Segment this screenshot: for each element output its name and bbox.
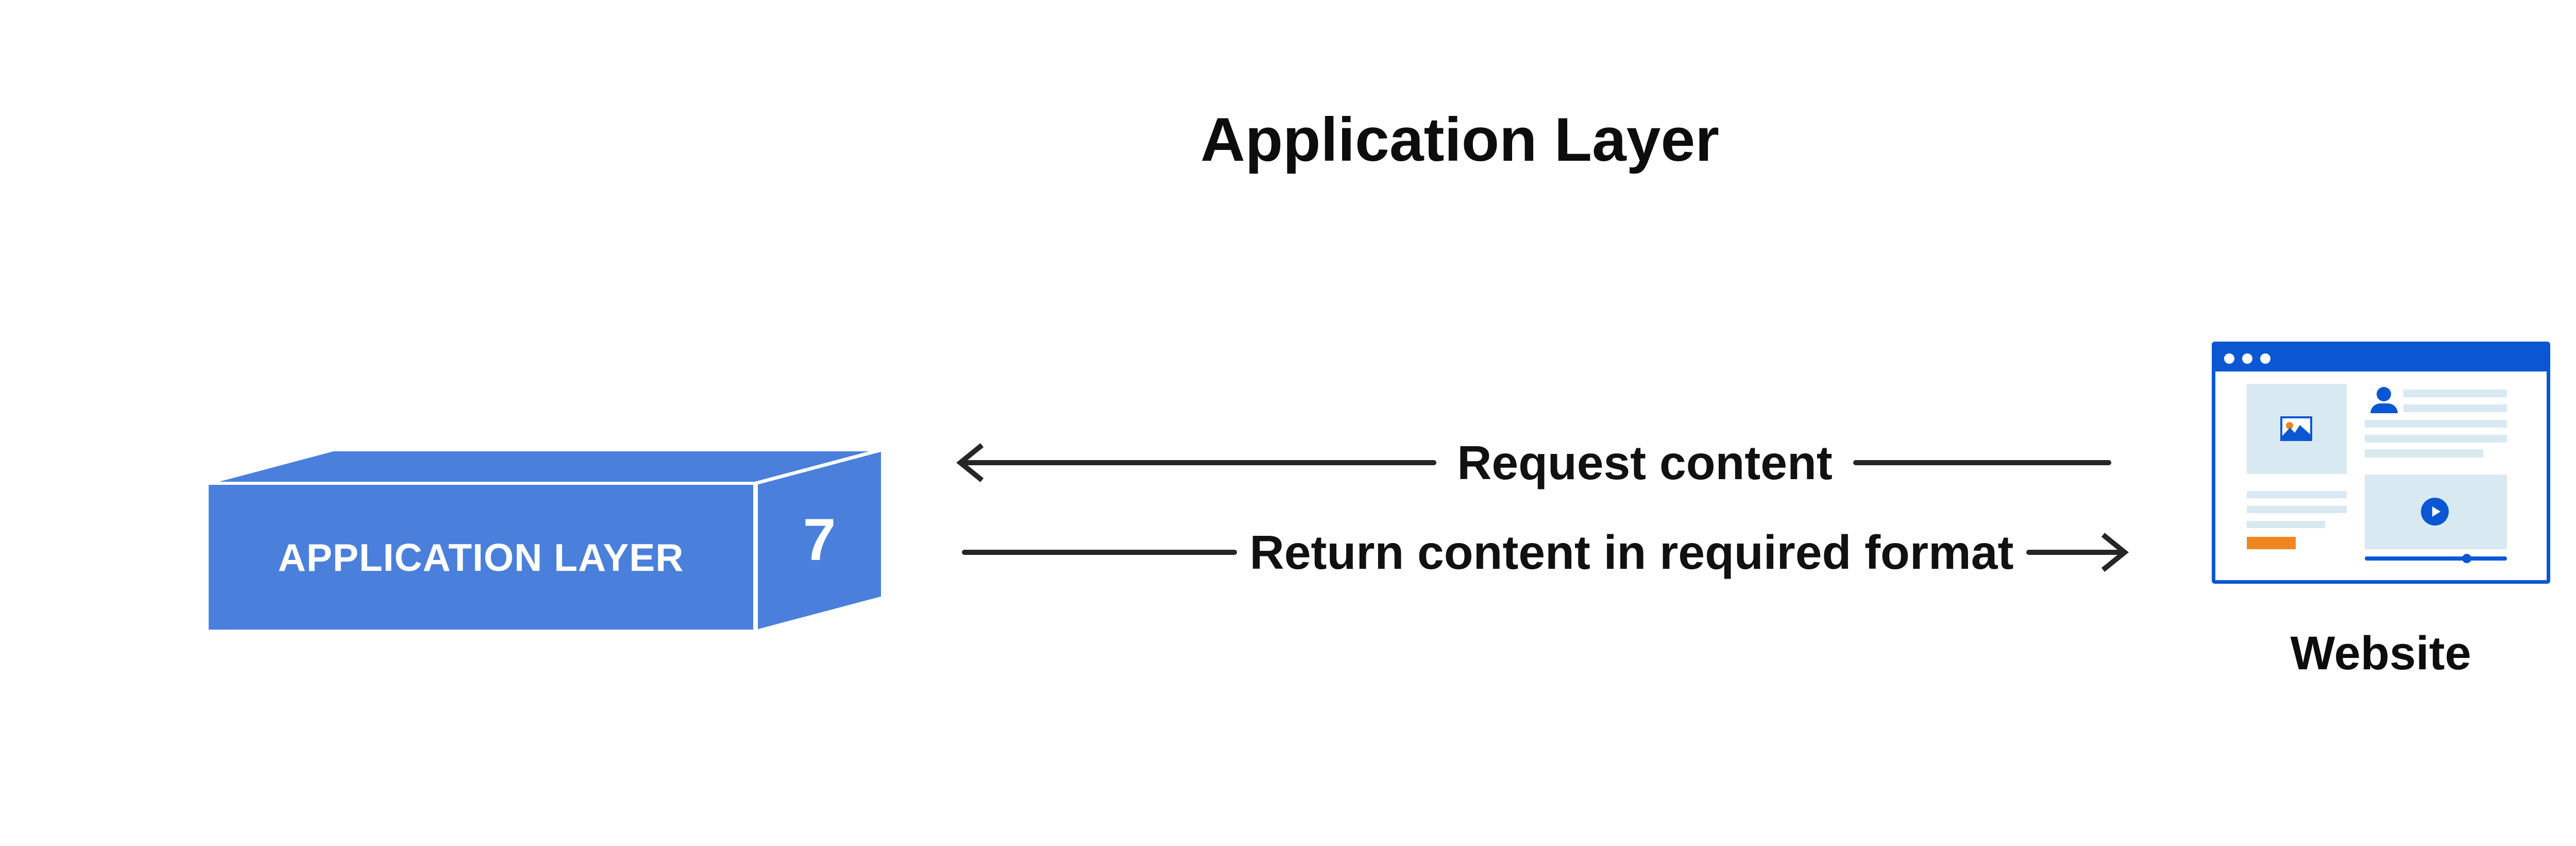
hero-placeholder — [2247, 384, 2347, 474]
layer-number: 7 — [803, 506, 836, 573]
text-line-placeholder — [2365, 449, 2483, 458]
page-title: Application Layer — [1200, 105, 1719, 174]
cta-button-placeholder — [2247, 537, 2296, 549]
website-caption: Website — [2290, 627, 2471, 680]
return-arrowhead-icon — [2101, 533, 2129, 572]
request-arrow-label: Request content — [1457, 435, 1833, 489]
video-placeholder — [2365, 475, 2507, 549]
text-line-placeholder — [2247, 521, 2325, 528]
text-line-placeholder — [2247, 491, 2347, 498]
text-line-placeholder — [2365, 420, 2507, 428]
browser-titlebar — [2215, 345, 2547, 371]
window-dot-icon — [2224, 353, 2234, 364]
user-icon — [2377, 387, 2391, 401]
application-layer-label: APPLICATION LAYER — [278, 535, 684, 579]
box-top-face — [207, 448, 882, 485]
text-line-placeholder — [2365, 435, 2507, 443]
user-icon-body — [2370, 403, 2398, 413]
request-arrowhead-icon — [956, 443, 984, 482]
window-dot-icon — [2242, 353, 2252, 364]
play-triangle-icon — [2432, 506, 2441, 517]
browser-window — [2212, 342, 2550, 584]
video-progress-bar — [2365, 554, 2507, 563]
text-line-placeholder — [2403, 390, 2507, 397]
mountains-icon — [2282, 425, 2310, 439]
sun-dot-icon — [2286, 422, 2293, 429]
text-line-placeholder — [2247, 506, 2347, 513]
return-arrow-label: Return content in required format — [1249, 525, 2014, 579]
text-line-placeholder — [2403, 404, 2507, 412]
play-icon — [2421, 498, 2449, 526]
image-placeholder-icon — [2280, 416, 2312, 441]
progress-handle — [2462, 554, 2471, 563]
window-dot-icon — [2260, 353, 2270, 364]
